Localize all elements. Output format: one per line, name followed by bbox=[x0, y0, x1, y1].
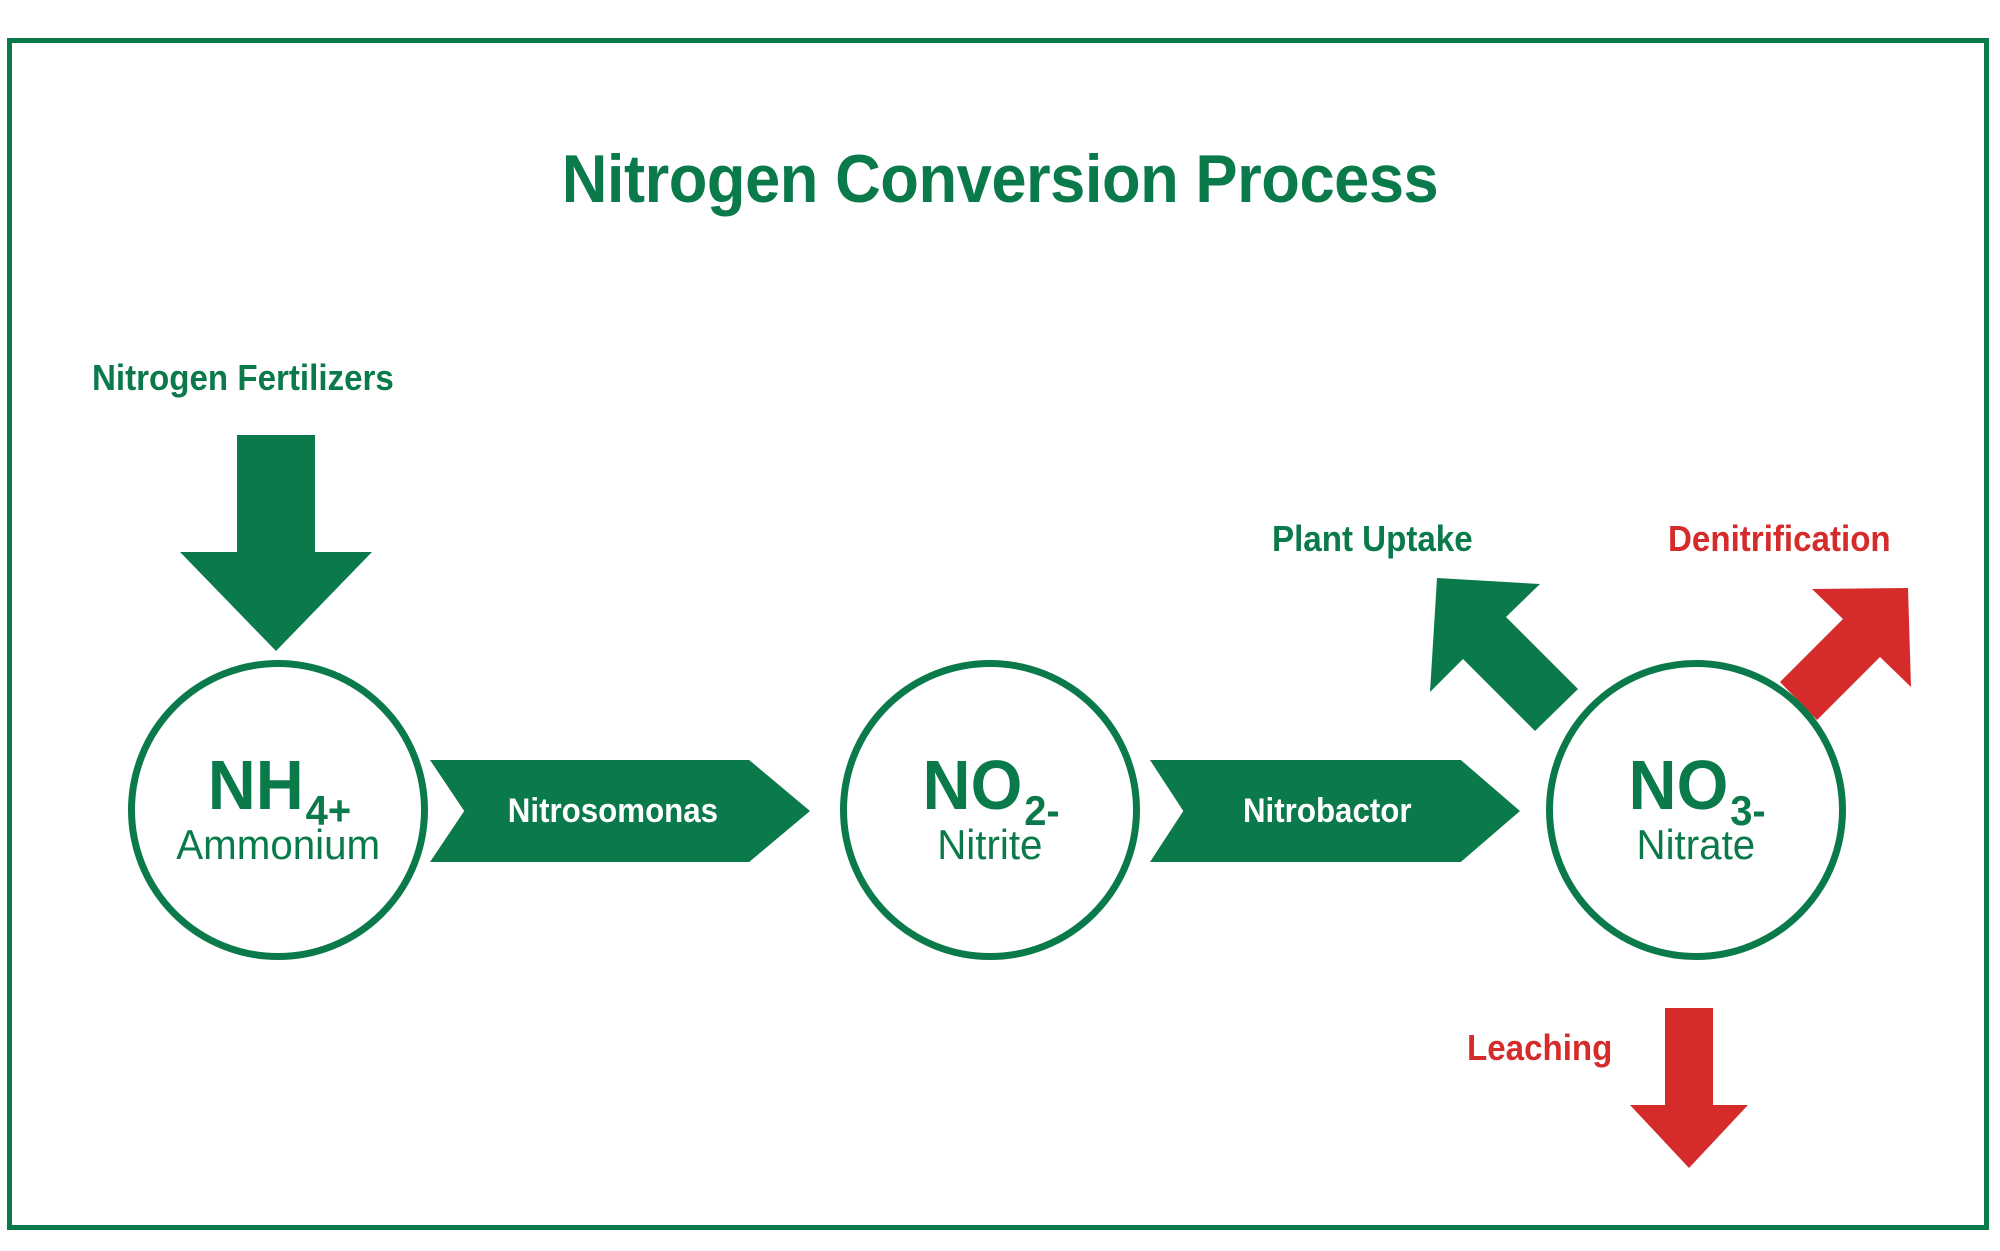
node-nitrate-formula-charge: 3- bbox=[1730, 786, 1766, 834]
leaching-label: Leaching bbox=[1467, 1027, 1613, 1068]
plant-uptake-label: Plant Uptake bbox=[1272, 518, 1473, 559]
diagram-title: Nitrogen Conversion Process bbox=[561, 141, 1439, 217]
nitrogen-fertilizers-label: Nitrogen Fertilizers bbox=[92, 357, 394, 398]
process-arrow-nitrobactor-label: Nitrobactor bbox=[1243, 791, 1412, 830]
node-ammonium-formula-base: NH bbox=[207, 745, 304, 824]
process-arrow-nitrosomonas[interactable]: Nitrosomonas bbox=[430, 760, 810, 862]
node-nitrite-name: Nitrite bbox=[937, 821, 1043, 869]
diagram-border-frame bbox=[7, 38, 1989, 1230]
node-nitrate-name: Nitrate bbox=[1636, 821, 1756, 869]
denitrification-label: Denitrification bbox=[1668, 518, 1891, 559]
node-ammonium-name: Ammonium bbox=[176, 821, 380, 869]
node-nitrite-formula-charge: 2- bbox=[1024, 786, 1060, 834]
node-nitrite-formula-base: NO bbox=[922, 745, 1023, 824]
process-arrow-nitrosomonas-label: Nitrosomonas bbox=[507, 791, 718, 830]
node-ammonium-formula-charge: 4+ bbox=[305, 786, 351, 834]
node-nitrate-formula-base: NO bbox=[1628, 745, 1729, 824]
process-arrow-nitrobactor[interactable]: Nitrobactor bbox=[1150, 760, 1520, 862]
